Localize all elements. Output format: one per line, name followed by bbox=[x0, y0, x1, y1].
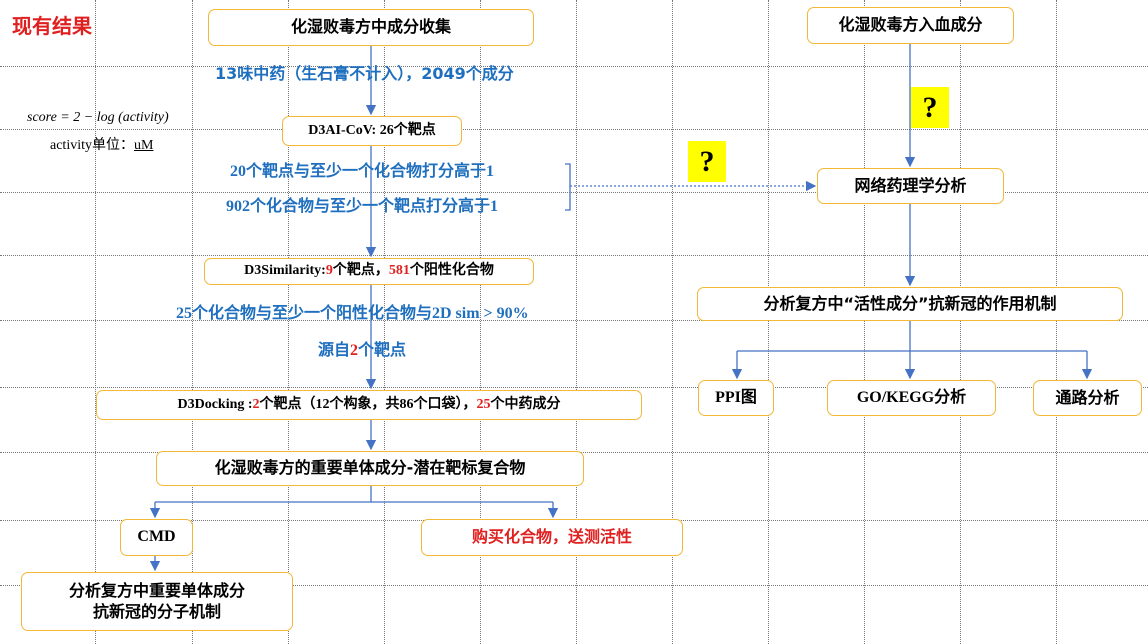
herbs-note: 13味中药（生石膏不计入），2049个成分 bbox=[215, 64, 514, 83]
question-mark-left: ? bbox=[688, 141, 726, 182]
source-note-prefix: 源自 bbox=[318, 342, 351, 359]
d3ai-box: D3AI-CoV: 26个靶点 bbox=[282, 116, 462, 146]
grid-line bbox=[384, 0, 385, 644]
d3dock-suffix: 个中药成分 bbox=[490, 396, 561, 412]
grid-line bbox=[960, 0, 961, 644]
grid-line bbox=[0, 585, 1148, 586]
molecular-mechanism-box: 分析复方中重要单体成分 抗新冠的分子机制 bbox=[21, 572, 293, 631]
source-note-num: 2 bbox=[350, 342, 359, 359]
target-note-2: 902个化合物与至少一个靶点打分高于1 bbox=[226, 198, 499, 215]
d3sim-mid: 个靶点， bbox=[332, 263, 389, 279]
d3sim-targets-num: 9 bbox=[325, 263, 333, 279]
grid-line bbox=[576, 0, 577, 644]
cmd-box: CMD bbox=[120, 519, 193, 556]
grid-line bbox=[768, 0, 769, 644]
score-formula: score = 2 − log (activity) bbox=[27, 110, 169, 125]
d3dock-targets-num: 2 bbox=[252, 396, 260, 412]
grid-line bbox=[288, 0, 289, 644]
buy-compounds-box: 购买化合物，送测活性 bbox=[421, 519, 683, 556]
grid-line bbox=[672, 0, 673, 644]
mechanism-line-1: 分析复方中重要单体成分 bbox=[68, 580, 245, 600]
grid-line bbox=[0, 129, 1148, 130]
pathway-box: 通路分析 bbox=[1033, 380, 1142, 416]
page-title: 现有结果 bbox=[12, 16, 92, 38]
d3dock-mid: 个靶点（12个构象，共86个口袋）， bbox=[259, 396, 477, 412]
go-kegg-box: GO/KEGG分析 bbox=[827, 380, 996, 416]
grid-line bbox=[0, 66, 1148, 67]
grid-line bbox=[192, 0, 193, 644]
d3sim-compounds-num: 581 bbox=[388, 263, 410, 279]
activity-unit-label: activity单位： bbox=[50, 138, 134, 153]
key-compounds-box: 化湿败毒方的重要单体成分-潜在靶标复合物 bbox=[156, 451, 584, 486]
grid-line bbox=[0, 320, 1148, 321]
grid-line bbox=[480, 0, 481, 644]
ppi-box: PPI图 bbox=[698, 380, 774, 416]
d3dock-herbs-num: 25 bbox=[476, 396, 491, 412]
source-note-suffix: 个靶点 bbox=[358, 342, 407, 359]
target-note-1: 20个靶点与至少一个化合物打分高于1 bbox=[230, 163, 495, 180]
d3sim-prefix: D3Similarity: bbox=[244, 263, 326, 279]
activity-unit-value: uM bbox=[134, 138, 154, 153]
collect-box: 化湿败毒方中成分收集 bbox=[208, 9, 534, 46]
network-pharmacology-box: 网络药理学分析 bbox=[817, 168, 1004, 204]
source-note: 源自2个靶点 bbox=[318, 336, 406, 360]
grid-line bbox=[95, 0, 96, 644]
mechanism-line-2: 抗新冠的分子机制 bbox=[92, 601, 221, 621]
grid-line bbox=[0, 192, 1148, 193]
d3sim-suffix: 个阳性化合物 bbox=[409, 263, 494, 279]
question-mark-right: ? bbox=[911, 87, 949, 128]
grid-line bbox=[0, 387, 1148, 388]
grid-line bbox=[0, 255, 1148, 256]
active-ingredients-box: 分析复方中“活性成分”抗新冠的作用机制 bbox=[697, 287, 1123, 321]
blood-components-box: 化湿败毒方入血成分 bbox=[807, 7, 1014, 44]
grid-line bbox=[1056, 0, 1057, 644]
d3dock-prefix: D3Docking : bbox=[177, 396, 253, 412]
sim-note: 25个化合物与至少一个阳性化合物与2D sim > 90% bbox=[176, 305, 529, 322]
activity-unit-note: activity单位：uM bbox=[50, 134, 153, 154]
grid-line bbox=[864, 0, 865, 644]
